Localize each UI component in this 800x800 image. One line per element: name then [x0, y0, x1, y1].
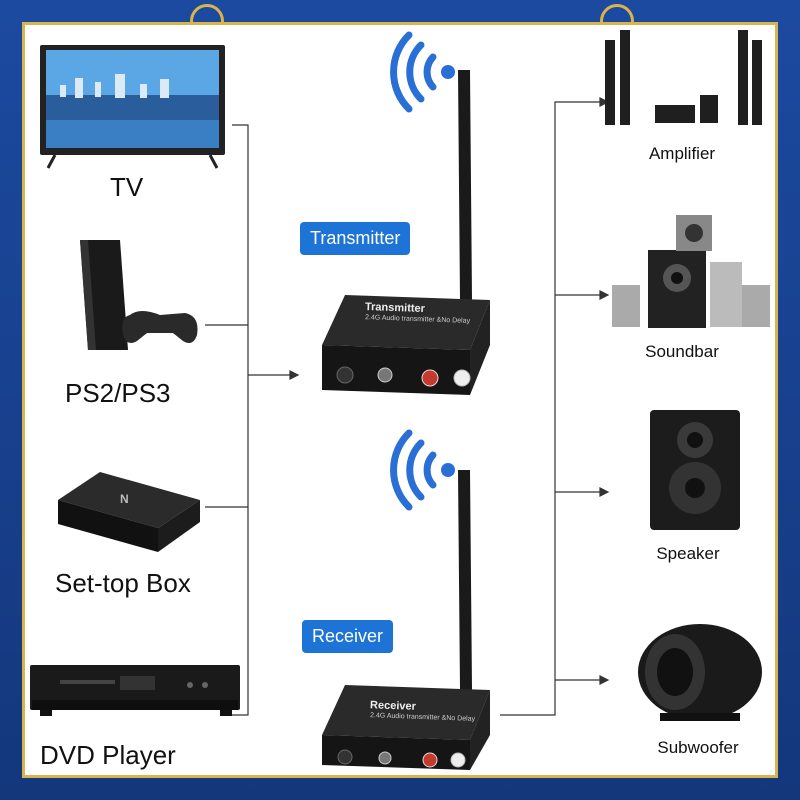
wifi-signal-icon: [390, 31, 455, 113]
transmitter-tag: Transmitter: [300, 222, 411, 255]
tv-icon: [40, 45, 225, 169]
source-label-tv: TV: [110, 172, 144, 202]
output-label-subwoofer: Subwoofer: [657, 738, 739, 757]
input-connector-lines: [205, 124, 300, 716]
wifi-signal-icon: [390, 429, 455, 511]
set-top-box-icon: N: [58, 472, 200, 552]
transmitter-device-name: Transmitter: [364, 300, 426, 316]
source-label-ps: PS2/PS3: [65, 378, 171, 408]
dvd-player-icon: [30, 665, 240, 716]
source-label-dvd: DVD Player: [40, 740, 176, 770]
soundbar-icon: [612, 215, 770, 328]
source-label-set-top-box: Set-top Box: [55, 568, 191, 598]
output-connector-lines: [500, 97, 610, 716]
transmitter-device: [322, 70, 490, 395]
svg-text:N: N: [120, 492, 129, 506]
subwoofer-icon: [638, 624, 762, 721]
receiver-device-name: Receiver: [369, 699, 417, 713]
game-console-icon: [80, 240, 198, 350]
output-label-speaker: Speaker: [656, 544, 720, 563]
output-label-soundbar: Soundbar: [645, 342, 719, 361]
output-label-amplifier: Amplifier: [648, 144, 716, 163]
speaker-icon: [650, 410, 740, 530]
amplifier-icon: [605, 30, 762, 125]
receiver-device: [322, 470, 490, 770]
receiver-tag: Receiver: [302, 620, 394, 653]
